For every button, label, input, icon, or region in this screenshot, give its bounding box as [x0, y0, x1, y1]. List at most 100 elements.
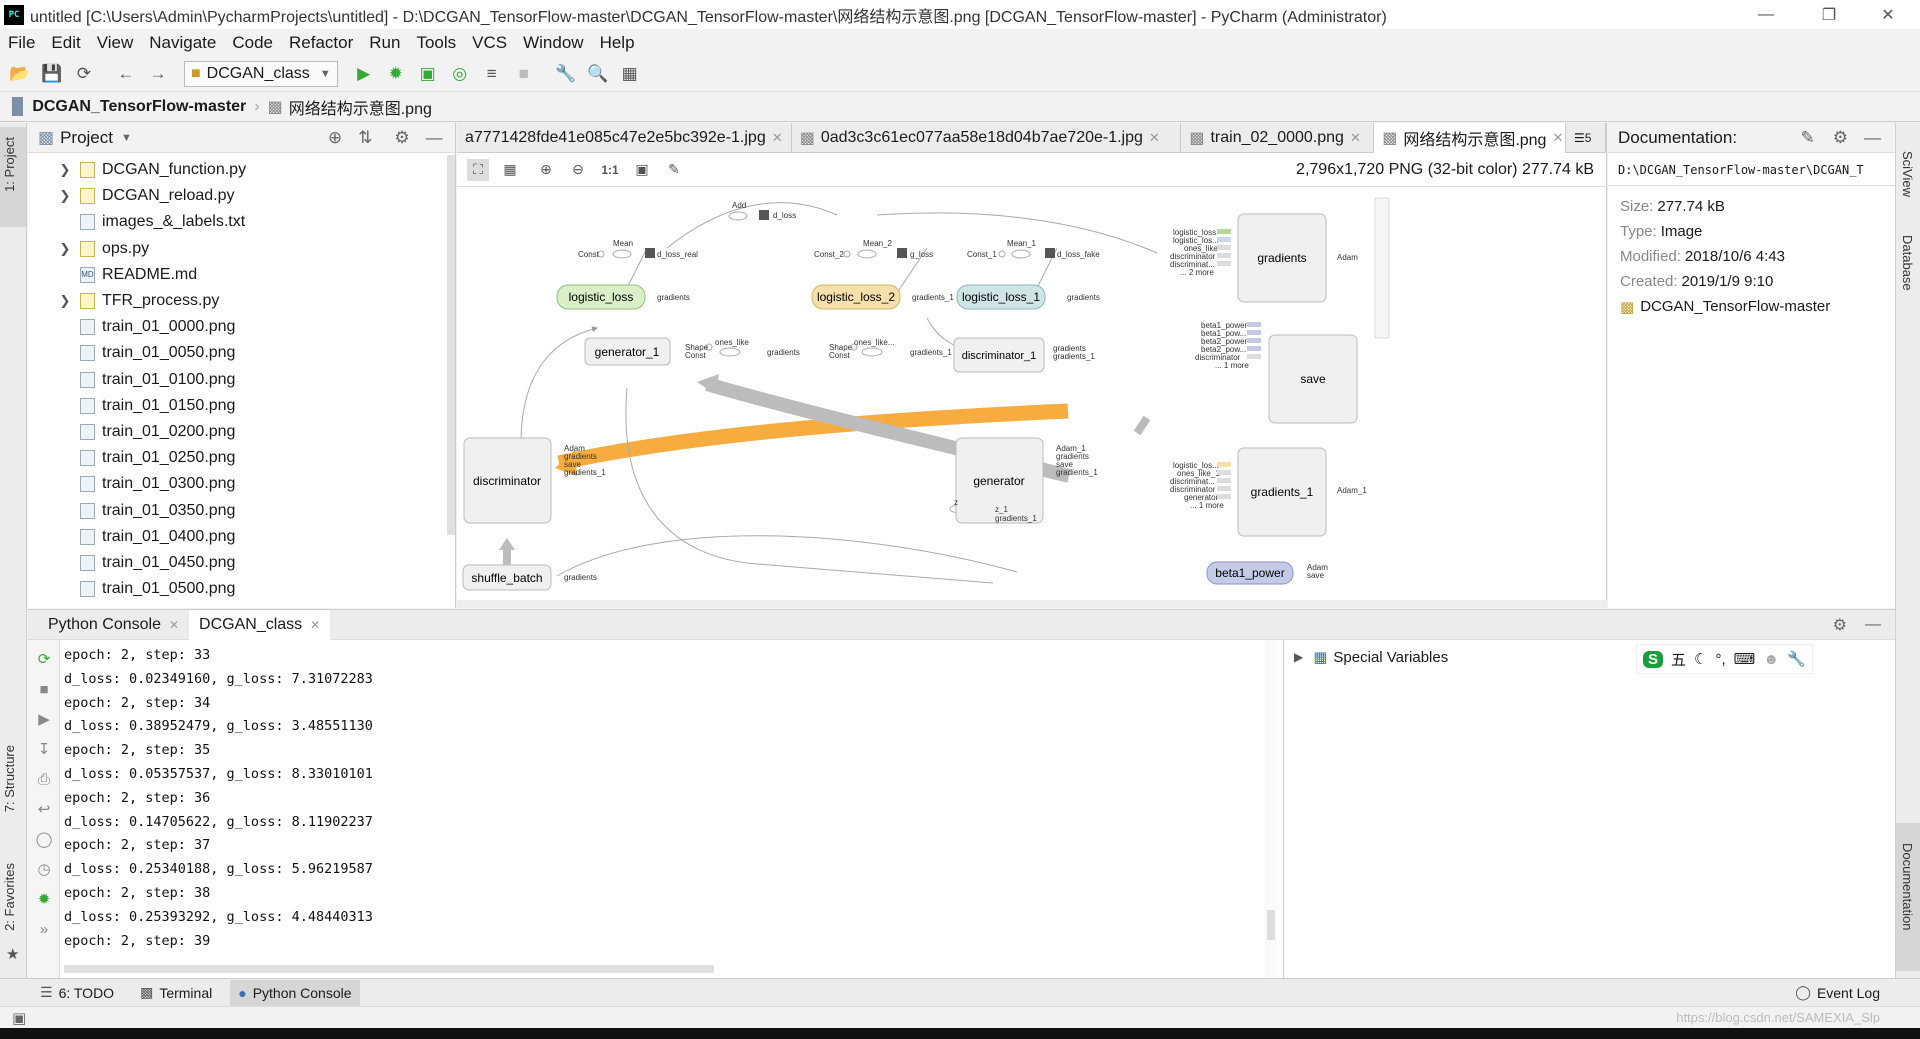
- menu-help[interactable]: Help: [599, 32, 635, 52]
- hide-panel-icon[interactable]: —: [1864, 127, 1881, 147]
- scroll-to-end-icon[interactable]: ↧: [37, 741, 51, 758]
- fit-zoom-icon[interactable]: ⛶: [467, 158, 489, 181]
- tool-tab-todo[interactable]: 6: TODO: [58, 984, 115, 1001]
- user-icon[interactable]: ☻: [1763, 650, 1780, 668]
- project-scrollbar[interactable]: [447, 155, 455, 535]
- keyboard-icon[interactable]: ⌨: [1733, 651, 1756, 668]
- tool-tab-favorites[interactable]: 2: Favorites: [2, 863, 17, 931]
- tab-dcgan-class[interactable]: DCGAN_class✕: [189, 609, 331, 640]
- collapse-all-icon[interactable]: ⇅: [358, 127, 373, 147]
- chevron-right-icon[interactable]: ❯: [59, 188, 71, 204]
- grid-icon[interactable]: ▦: [503, 161, 517, 177]
- project-tree-item[interactable]: train_01_0000.png: [28, 314, 455, 340]
- menu-navigate[interactable]: Navigate: [149, 32, 217, 52]
- settings-wrench-icon[interactable]: 🔧: [555, 63, 577, 83]
- project-tree-item[interactable]: train_01_0500.png: [28, 576, 455, 602]
- rerun-icon[interactable]: ⟳: [37, 651, 51, 668]
- concurrency-diagram-icon[interactable]: ≡: [486, 63, 497, 83]
- tab-image-active[interactable]: ▩网络结构示意图.png✕: [1374, 123, 1567, 153]
- menu-run[interactable]: Run: [369, 32, 401, 52]
- gear-icon[interactable]: ⚙: [394, 127, 410, 147]
- project-tree-item[interactable]: train_01_0300.png: [28, 471, 455, 497]
- tool-tab-structure[interactable]: 7: Structure: [2, 745, 17, 813]
- stop-icon[interactable]: ■: [39, 680, 49, 698]
- moon-icon[interactable]: ☾: [1694, 651, 1708, 668]
- history-icon[interactable]: ◷: [37, 861, 51, 878]
- actual-size-button[interactable]: 1:1: [601, 162, 619, 177]
- special-variables[interactable]: Special Variables: [1333, 648, 1449, 666]
- tool-tab-project[interactable]: 1: Project: [2, 137, 17, 192]
- close-icon[interactable]: ✕: [310, 617, 321, 632]
- execute-icon[interactable]: ▶: [38, 711, 50, 728]
- close-icon[interactable]: ✕: [771, 130, 783, 145]
- tool-tab-terminal[interactable]: Terminal: [159, 984, 213, 1001]
- soft-wrap-icon[interactable]: ↩: [37, 801, 51, 818]
- scroll-thumb[interactable]: [1267, 910, 1275, 940]
- zoom-out-icon[interactable]: ⊖: [572, 161, 584, 177]
- chevron-right-icon[interactable]: ❯: [59, 162, 71, 178]
- more-icon[interactable]: »: [39, 920, 49, 938]
- tool-tab-python-console[interactable]: ●Python Console: [230, 979, 360, 1006]
- tab-image-2[interactable]: ▩0ad3c3c61ec077aa58e18d04b7ae720e-1.jpg✕: [792, 123, 1182, 153]
- debug-icon[interactable]: ✹: [37, 891, 51, 908]
- chevron-right-icon[interactable]: ▶: [1294, 650, 1304, 664]
- locate-file-icon[interactable]: ⊕: [327, 127, 343, 147]
- hide-panel-icon[interactable]: —: [1865, 615, 1881, 633]
- menu-tools[interactable]: Tools: [416, 32, 457, 52]
- project-tree-item[interactable]: ❯ops.py: [28, 236, 455, 262]
- back-icon[interactable]: ←: [117, 63, 135, 83]
- editor-horizontal-scrollbar[interactable]: [457, 600, 1607, 608]
- project-tree-item[interactable]: train_01_0100.png: [28, 367, 455, 393]
- open-folder-icon[interactable]: 📂: [9, 63, 31, 83]
- menu-window[interactable]: Window: [523, 32, 584, 52]
- project-tree-item[interactable]: train_01_0200.png: [28, 419, 455, 445]
- tool-tab-database[interactable]: Database: [1900, 235, 1915, 291]
- restore-button[interactable]: ❐: [1821, 6, 1837, 24]
- tool-tab-sciview[interactable]: SciView: [1900, 151, 1915, 198]
- tab-image-1[interactable]: a7771428fde41e085c47e2e5bc392e-1.jpg✕: [457, 123, 792, 153]
- project-tree-item[interactable]: train_01_0450.png: [28, 550, 455, 576]
- zoom-in-icon[interactable]: ⊕: [540, 161, 552, 177]
- project-panel-title[interactable]: Project: [60, 127, 113, 147]
- breadcrumb-root[interactable]: DCGAN_TensorFlow-master: [32, 97, 247, 115]
- menu-edit[interactable]: Edit: [51, 32, 81, 52]
- project-structure-icon[interactable]: ▦: [621, 63, 638, 83]
- more-tabs-button[interactable]: ☰5: [1566, 123, 1606, 153]
- tool-tab-event-log[interactable]: Event Log: [1816, 984, 1880, 1001]
- menu-vcs[interactable]: VCS: [472, 32, 508, 52]
- console-horizontal-scrollbar[interactable]: [64, 965, 714, 973]
- console-vertical-scrollbar[interactable]: [1265, 640, 1277, 979]
- close-icon[interactable]: ✕: [168, 617, 180, 632]
- menu-refactor[interactable]: Refactor: [289, 32, 354, 52]
- project-tree-item[interactable]: train_01_0350.png: [28, 497, 455, 523]
- project-tree-item[interactable]: ❯TFR_process.py: [28, 288, 455, 314]
- close-icon[interactable]: ✕: [1552, 130, 1564, 145]
- sync-icon[interactable]: ⟳: [76, 63, 92, 83]
- debug-icon[interactable]: ✹: [388, 63, 403, 83]
- menu-code[interactable]: Code: [232, 32, 273, 52]
- hide-panel-icon[interactable]: —: [425, 127, 443, 147]
- fit-window-icon[interactable]: ▣: [635, 161, 649, 177]
- chevron-down-icon[interactable]: ▼: [120, 131, 132, 144]
- minimize-button[interactable]: —: [1758, 5, 1774, 23]
- run-configuration-select[interactable]: ■ DCGAN_class ▼: [184, 60, 338, 87]
- run-with-coverage-icon[interactable]: ▣: [419, 63, 436, 83]
- forward-icon[interactable]: →: [149, 63, 167, 83]
- wrench-icon[interactable]: 🔧: [1787, 651, 1806, 668]
- tab-python-console[interactable]: Python Console✕: [28, 610, 189, 640]
- project-tree-item[interactable]: train_01_0400.png: [28, 524, 455, 550]
- close-icon[interactable]: ✕: [1148, 130, 1160, 145]
- menu-file[interactable]: File: [8, 32, 36, 52]
- chevron-right-icon[interactable]: ❯: [59, 240, 71, 256]
- tab-image-3[interactable]: ▩train_02_0000.png✕: [1181, 123, 1375, 153]
- punctuation-icon[interactable]: °,: [1715, 650, 1726, 668]
- gear-icon[interactable]: ⚙: [1832, 616, 1847, 634]
- project-tree-item[interactable]: ❯DCGAN_function.py: [28, 157, 455, 183]
- search-icon[interactable]: 🔍: [587, 63, 609, 83]
- save-all-icon[interactable]: 💾: [41, 63, 63, 83]
- project-tree-item[interactable]: train_01_0250.png: [28, 445, 455, 471]
- project-tree-item[interactable]: train_01_0150.png: [28, 393, 455, 419]
- close-icon[interactable]: ✕: [1349, 130, 1361, 145]
